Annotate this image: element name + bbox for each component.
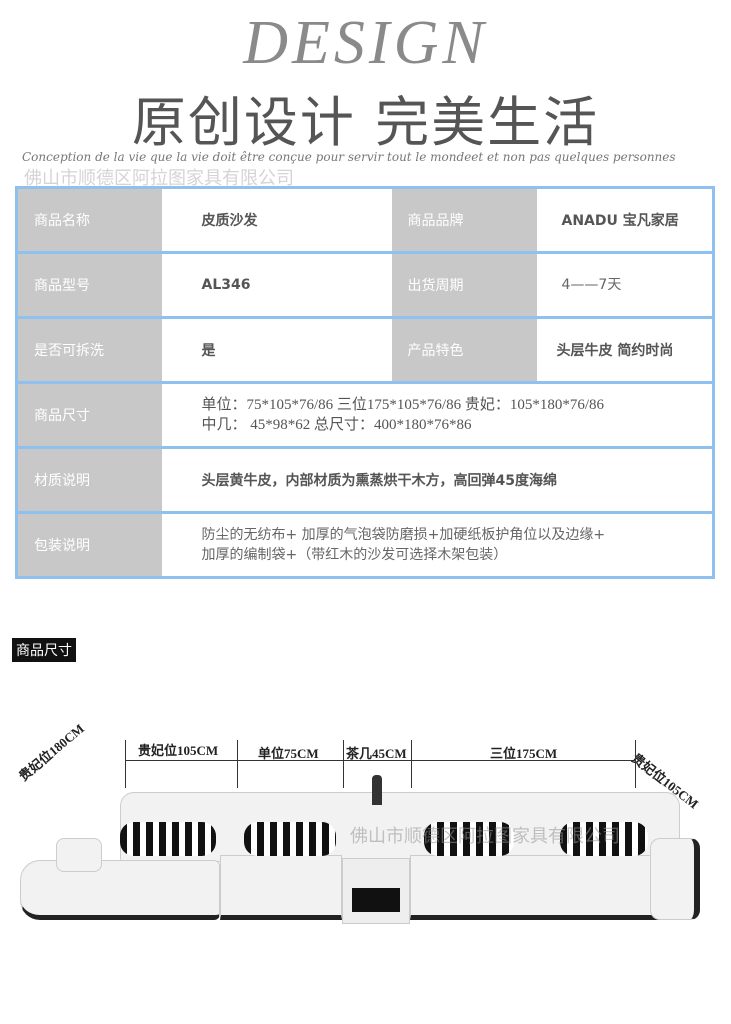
dim-single: 单位75CM xyxy=(258,746,319,761)
dim-line xyxy=(635,740,636,788)
dim-line xyxy=(237,740,238,788)
dim-three: 三位175CM xyxy=(490,746,558,761)
table-row: 商品型号 AL346 出货周期 4——7天 xyxy=(16,251,714,318)
table-row: 商品名称 皮质沙发 商品品牌 ANADU 宝凡家居 xyxy=(16,186,714,253)
value-size-line1: 单位：75*105*76/86 三位175*105*76/86 贵妃：105*1… xyxy=(201,397,605,413)
label-size: 商品尺寸 xyxy=(16,381,162,448)
french-slogan: Conception de la vie que la vie doit êtr… xyxy=(22,150,676,164)
value-material: 头层黄牛皮，内部材质为熏蒸烘干木方，高回弹45度海绵 xyxy=(161,446,714,513)
value-name: 皮质沙发 xyxy=(161,186,392,253)
value-model: AL346 xyxy=(161,251,392,318)
table-row: 商品尺寸 单位：75*105*76/86 三位175*105*76/86 贵妃：… xyxy=(16,381,714,448)
label-material: 材质说明 xyxy=(16,446,162,513)
table-row: 是否可拆洗 是 产品特色 头层牛皮 简约时尚 xyxy=(16,316,714,383)
table-row: 材质说明 头层黄牛皮，内部材质为熏蒸烘干木方，高回弹45度海绵 xyxy=(16,446,714,513)
watermark: 佛山市顺德区阿拉图家具有限公司 xyxy=(24,168,294,189)
watermark: 佛山市顺德区阿拉图家具有限公司 xyxy=(350,826,620,847)
table-row: 包装说明 防尘的无纺布+ 加厚的气泡袋防磨损+加硬纸板护角位以及边缘+ 加厚的编制… xyxy=(16,511,714,578)
design-heading: DESIGN xyxy=(243,9,488,77)
spec-table: 商品名称 皮质沙发 商品品牌 ANADU 宝凡家居 商品型号 AL346 出货周… xyxy=(15,186,715,579)
dim-line xyxy=(411,740,412,788)
value-size-line2: 中几： 45*98*62 总尺寸：400*180*76*86 xyxy=(201,417,472,433)
dim-chaise-width: 贵妃位105CM xyxy=(138,743,219,758)
label-washable: 是否可拆洗 xyxy=(16,316,162,383)
label-packaging: 包装说明 xyxy=(16,511,162,578)
page-title: 原创设计 完美生活 xyxy=(131,91,600,154)
value-feature: 头层牛皮 简约时尚 xyxy=(536,316,714,383)
label-name: 商品名称 xyxy=(16,186,162,253)
dim-baseline xyxy=(125,760,635,761)
label-feature: 产品特色 xyxy=(391,316,537,383)
value-brand: ANADU 宝凡家居 xyxy=(536,186,714,253)
value-lead-time: 4——7天 xyxy=(536,251,714,318)
dim-line xyxy=(125,740,126,788)
dim-chaise-depth: 贵妃位180CM xyxy=(15,720,87,784)
dim-table: 茶几45CM xyxy=(346,746,407,761)
value-packaging-line1: 防尘的无纺布+ 加厚的气泡袋防磨损+加硬纸板护角位以及边缘+ xyxy=(201,527,606,543)
size-section-title: 商品尺寸 xyxy=(12,638,76,662)
dim-line xyxy=(343,740,344,788)
label-model: 商品型号 xyxy=(16,251,162,318)
label-lead-time: 出货周期 xyxy=(391,251,537,318)
label-brand: 商品品牌 xyxy=(391,186,537,253)
value-washable: 是 xyxy=(161,316,392,383)
value-packaging-line2: 加厚的编制袋+（带红木的沙发可选择木架包装） xyxy=(201,547,508,563)
